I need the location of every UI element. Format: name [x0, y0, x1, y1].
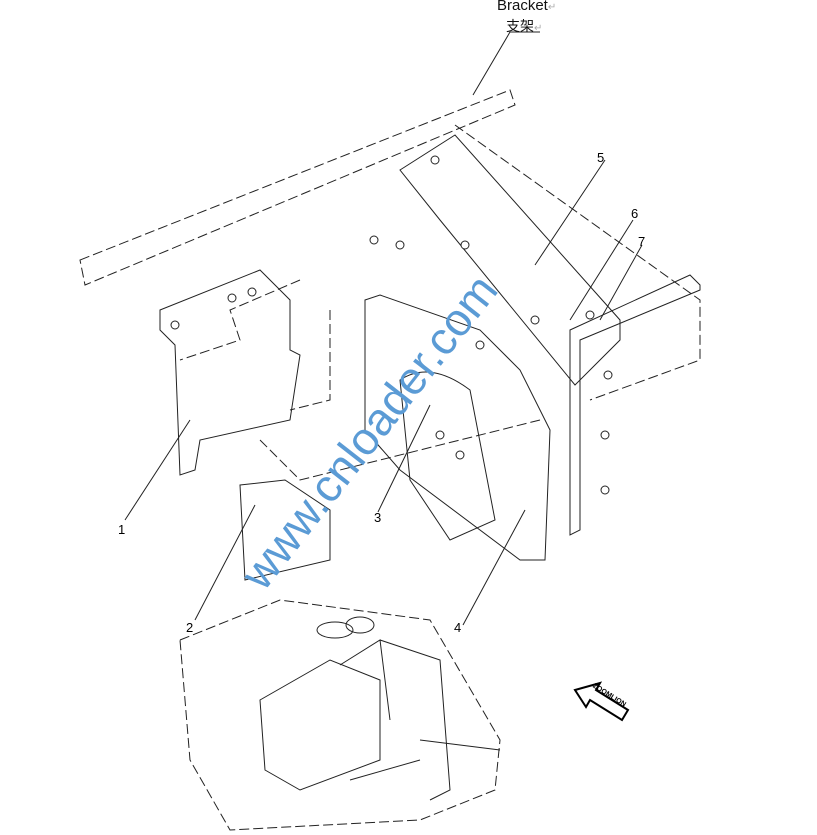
bracket-title-chinese: 支架↵ — [506, 18, 543, 34]
bracket-title: Bracket↵ — [497, 0, 557, 14]
callout-1: 1 — [118, 522, 126, 537]
right-rail — [569, 274, 701, 536]
bracket-1 — [159, 269, 301, 476]
panel-2 — [239, 479, 331, 581]
bracket-5 — [399, 134, 621, 386]
callout-3: 3 — [374, 510, 382, 525]
direction-arrow-icon — [573, 681, 630, 722]
bolts — [170, 155, 613, 495]
callout-4: 4 — [454, 620, 462, 635]
leader-lines — [124, 31, 643, 626]
frame-rail-dashed — [79, 89, 701, 831]
callout-6: 6 — [631, 206, 639, 221]
callout-5: 5 — [597, 150, 605, 165]
callout-2: 2 — [186, 620, 194, 635]
lower-frame — [259, 616, 501, 801]
callout-7: 7 — [638, 234, 646, 249]
plate-3-4 — [364, 294, 551, 561]
